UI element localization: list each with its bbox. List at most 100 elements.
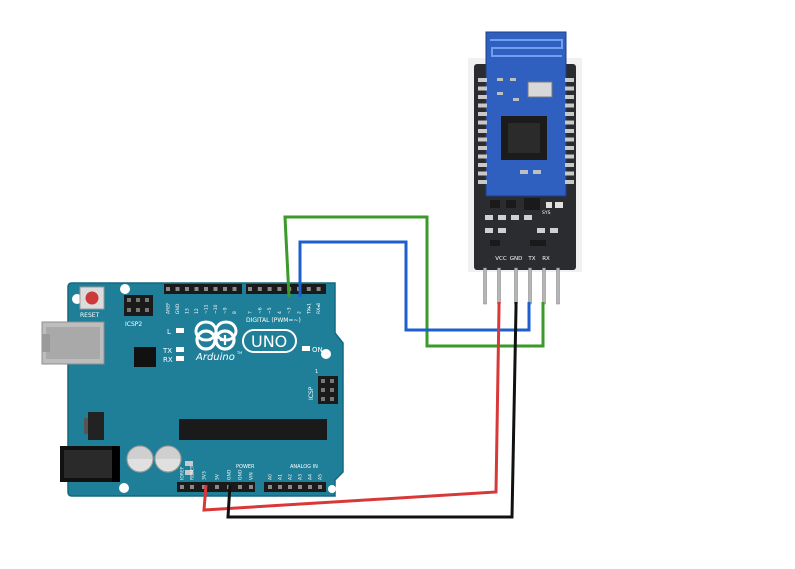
icsp-label: ICSP — [308, 386, 315, 400]
power-pin-hole — [180, 485, 184, 489]
digital-pin-label: ~9 — [223, 307, 229, 314]
digital-pin-hole — [257, 287, 262, 291]
castellated-pad — [478, 146, 487, 150]
castellated-pad — [565, 180, 574, 184]
usb-connector — [41, 321, 105, 365]
castellated-pad — [565, 146, 574, 150]
analog-pin-label: A2 — [288, 474, 294, 480]
wires — [202, 215, 545, 519]
icsp2-header: ICSP2 — [124, 295, 153, 328]
digital-pin-label: ~11 — [204, 304, 210, 314]
antenna-trace — [490, 39, 563, 57]
icsp-pin1-label: 1 — [315, 369, 318, 375]
castellated-pad — [565, 95, 574, 99]
castellated-pad — [565, 129, 574, 133]
mounting-hole — [328, 485, 336, 493]
digital-pin-hole — [232, 287, 237, 291]
digital-pin-hole — [185, 287, 189, 291]
power-jack — [60, 446, 120, 482]
power-pin-hole — [238, 485, 242, 489]
castellated-pad — [565, 137, 574, 142]
analog-header — [264, 482, 326, 492]
tx-led-label: TX — [162, 347, 172, 355]
module-header — [478, 252, 572, 268]
power-pin-hole — [215, 485, 219, 489]
castellated-pad — [478, 163, 487, 167]
arduino-tm: TM — [236, 351, 242, 355]
mounting-hole — [321, 349, 331, 359]
uno-model: UNO — [251, 332, 287, 351]
analog-pin-label: A1 — [278, 474, 284, 480]
digital-pin-label: ~3 — [287, 307, 293, 314]
power-pin-hole — [249, 485, 253, 489]
reset-label: RESET — [80, 312, 100, 319]
power-pin-label: 5V — [215, 473, 221, 480]
castellated-pads — [478, 78, 574, 184]
castellated-pad — [478, 137, 487, 142]
digital-pin-label: ~6 — [257, 307, 263, 314]
analog-pin-hole — [268, 485, 272, 489]
digital-pin-hole — [267, 287, 272, 291]
wire-green — [283, 215, 545, 348]
analog-pin-hole — [308, 485, 312, 489]
castellated-pad — [478, 154, 487, 159]
castellated-pad — [565, 154, 574, 159]
castellated-pad — [478, 120, 487, 125]
arduino-logo: Arduino TM — [194, 320, 242, 363]
arduino-brand: Arduino — [195, 352, 235, 363]
digital-pin-label: 7 — [248, 311, 254, 314]
castellated-pad — [478, 78, 487, 82]
regulator-tab — [84, 418, 88, 434]
castellated-pad — [478, 171, 487, 176]
wire-blue — [298, 240, 531, 332]
mounting-hole — [119, 483, 129, 493]
castellated-pad — [478, 129, 487, 133]
castellated-pad — [478, 180, 487, 184]
status-leds: L TX RX ON — [162, 328, 323, 364]
bt-smd-components — [497, 78, 541, 174]
analog-label: ANALOG IN — [290, 464, 318, 470]
digital-pin-label: AREF — [166, 302, 172, 314]
module-pin-label: RX — [542, 256, 550, 262]
digital-pin-label: 8 — [232, 311, 238, 314]
analog-pin-hole — [318, 485, 322, 489]
power-pin-label: 3V3 — [202, 471, 208, 480]
castellated-pad — [478, 95, 487, 99]
digital-pin-label: GND — [175, 303, 181, 314]
digital-pin-hole — [306, 287, 311, 291]
wire-red — [202, 302, 501, 512]
castellated-pad — [565, 103, 574, 108]
crystal — [527, 81, 553, 98]
castellated-pad — [565, 163, 574, 167]
module-components — [485, 198, 563, 246]
module-pin — [542, 267, 546, 305]
mounting-hole — [120, 284, 130, 294]
module-pin-label: TX — [527, 256, 535, 262]
power-pin-label: IOREF — [180, 466, 186, 480]
castellated-pad — [565, 120, 574, 125]
rx-led — [176, 356, 184, 361]
power-pin-label: GND — [227, 469, 233, 480]
module-pins — [483, 267, 560, 305]
digital-pin-label: 4 — [277, 311, 283, 314]
bt-chip-die — [508, 123, 540, 153]
usb-chip — [134, 347, 156, 367]
digital-pin-hole — [248, 287, 252, 291]
icsp2-label: ICSP2 — [125, 321, 142, 328]
l-led-label: L — [167, 328, 171, 336]
digital-pin-label: TX▸1 — [306, 303, 312, 315]
power-label: POWER — [236, 464, 255, 470]
l-led — [176, 328, 184, 333]
voltage-regulator — [88, 412, 104, 440]
capacitors — [126, 445, 182, 473]
icsp-header: 1 ICSP — [308, 369, 338, 404]
digital-pin-hole — [213, 287, 218, 291]
digital-pin-hole — [204, 287, 208, 291]
digital-pin-label: ~10 — [213, 304, 219, 314]
